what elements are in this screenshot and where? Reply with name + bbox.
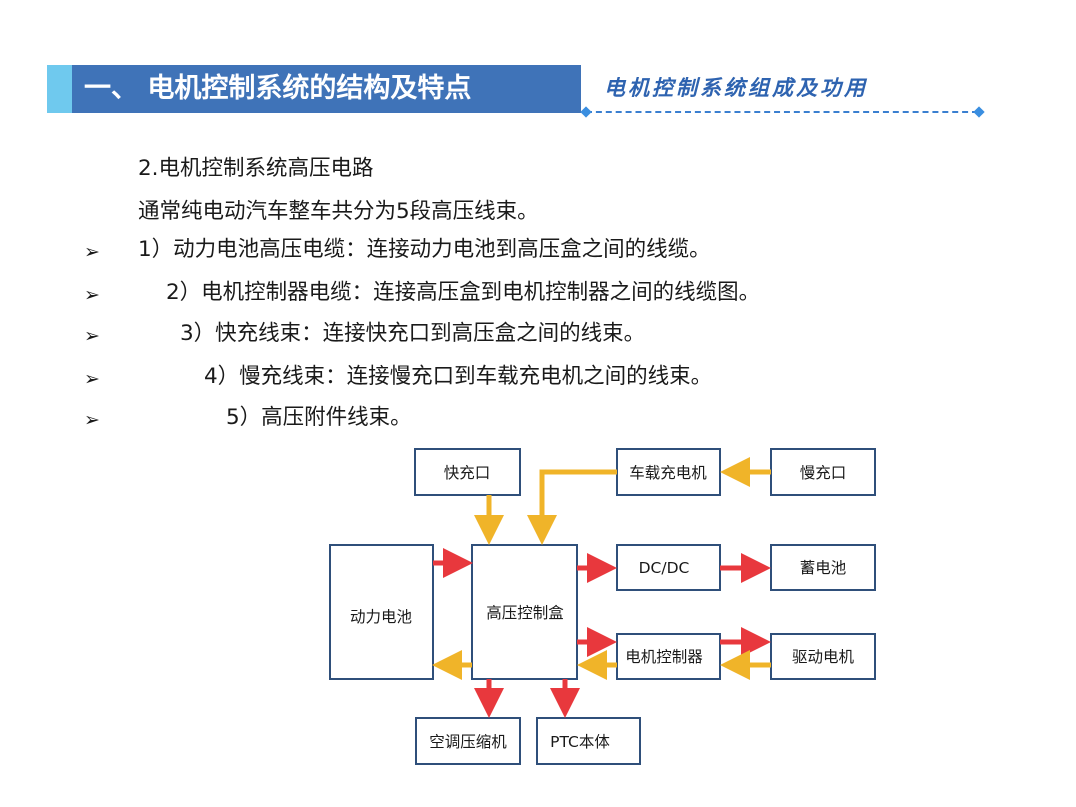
label-power-battery: 动力电池 <box>350 608 412 626</box>
bullet-arrow-icon: ➢ <box>84 284 100 306</box>
list-item: 5）高压附件线束。 <box>226 405 412 430</box>
label-ptc: PTC本体 <box>550 733 610 751</box>
box-drive-motor <box>770 633 876 680</box>
box-slow-port <box>770 448 876 496</box>
label-onboard-charger: 车载充电机 <box>629 464 707 482</box>
list-item: 3）快充线束：连接快充口到高压盒之间的线束。 <box>180 321 646 346</box>
bullet-arrow-icon: ➢ <box>84 325 100 347</box>
content-intro: 通常纯电动汽车整车共分为5段高压线束。 <box>138 199 539 224</box>
label-motor-controller: 电机控制器 <box>625 648 703 666</box>
box-12v-battery <box>770 544 876 591</box>
label-slow-port: 慢充口 <box>800 464 847 482</box>
dashed-divider <box>586 111 978 113</box>
section-subtitle: 电机控制系统组成及功用 <box>604 75 868 100</box>
box-power-battery <box>329 544 434 680</box>
bullet-arrow-icon: ➢ <box>84 368 100 390</box>
label-ac-compressor: 空调压缩机 <box>429 733 507 751</box>
label-dcdc: DC/DC <box>639 559 690 577</box>
label-12v-battery: 蓄电池 <box>800 559 847 577</box>
content-heading: 2.电机控制系统高压电路 <box>138 156 374 181</box>
list-item: 2）电机控制器电缆：连接高压盒到电机控制器之间的线缆图。 <box>166 280 761 305</box>
title-accent <box>47 65 72 113</box>
bullet-arrow-icon: ➢ <box>84 409 100 431</box>
box-hv-box <box>471 544 578 680</box>
bullet-arrow-icon: ➢ <box>84 241 100 263</box>
list-item: 4）慢充线束：连接慢充口到车载充电机之间的线束。 <box>204 364 713 389</box>
label-hv-box: 高压控制盒 <box>486 604 564 622</box>
list-item: 1）动力电池高压电缆：连接动力电池到高压盒之间的线缆。 <box>138 237 711 262</box>
page-title: 一、 电机控制系统的结构及特点 <box>84 73 472 104</box>
box-ac-compressor <box>415 717 521 765</box>
box-ptc <box>536 717 641 765</box>
title-bar <box>47 65 581 113</box>
box-motor-controller <box>616 633 721 680</box>
label-drive-motor: 驱动电机 <box>792 648 855 666</box>
box-dcdc <box>616 544 721 591</box>
arrow-charger-to-hvbox <box>527 469 617 545</box>
label-fast-port: 快充口 <box>444 464 491 482</box>
box-fast-port <box>414 448 521 496</box>
